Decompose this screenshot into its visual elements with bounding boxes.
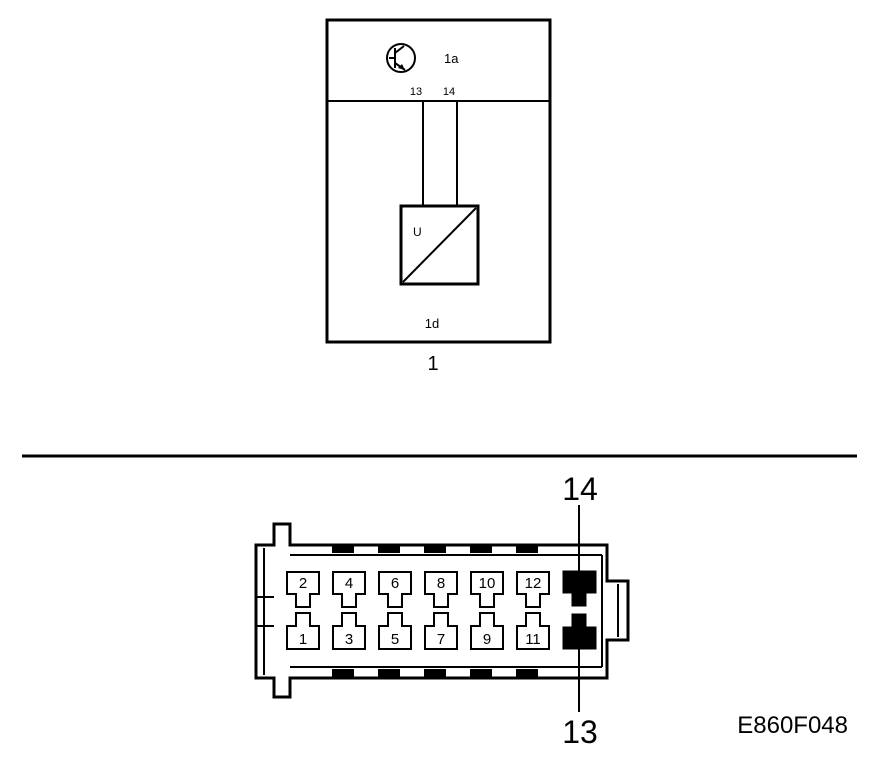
pin-number: 4	[345, 575, 353, 592]
pin-number: 9	[483, 631, 491, 648]
pin-label-13: 13	[410, 86, 422, 98]
callout-label-14: 14	[562, 471, 598, 507]
pin-number: 10	[479, 575, 496, 592]
pin-cavity	[424, 612, 458, 650]
connector-ribs	[332, 545, 538, 677]
pin-number: 11	[525, 631, 541, 648]
converter-label: U	[413, 225, 422, 239]
lower-section-label: 1d	[425, 316, 439, 331]
callout-label-13: 13	[562, 714, 598, 750]
pin-cavity	[286, 612, 320, 650]
figure-code: E860F048	[737, 712, 848, 739]
pin-cavity	[332, 612, 366, 650]
pin-number-labels: 2 4 6 8 10 12 1 3 5 7 9 11	[299, 575, 542, 648]
pin-number: 3	[345, 631, 353, 648]
pin-number: 7	[437, 631, 445, 648]
pin-number: 1	[299, 631, 307, 648]
schematic-module: 1a 13 14 U 1d	[325, 18, 552, 344]
pin-cavity	[378, 571, 412, 608]
pin-label-14: 14	[443, 86, 455, 98]
transistor-icon	[386, 43, 416, 73]
bottom-row-pins	[286, 612, 550, 650]
pin-cavity	[470, 571, 504, 608]
pin-cavity	[516, 571, 550, 608]
pin-cavity	[286, 571, 320, 608]
pin-cavity	[332, 571, 366, 608]
module-number: 1	[427, 353, 438, 375]
top-row-pins	[286, 571, 550, 608]
converter-block: U	[399, 204, 480, 286]
pin-cavity	[378, 612, 412, 650]
pin-cavity	[424, 571, 458, 608]
pin-number: 5	[391, 631, 399, 648]
pin-number: 8	[437, 575, 445, 592]
pin-number: 6	[391, 575, 399, 592]
pin-number: 2	[299, 575, 307, 592]
module-outline	[325, 18, 552, 344]
upper-section-label: 1a	[444, 51, 459, 66]
pin-cavity	[470, 612, 504, 650]
pin-cavity	[516, 612, 550, 650]
connector-face	[254, 522, 630, 699]
pin-number: 12	[525, 575, 542, 592]
